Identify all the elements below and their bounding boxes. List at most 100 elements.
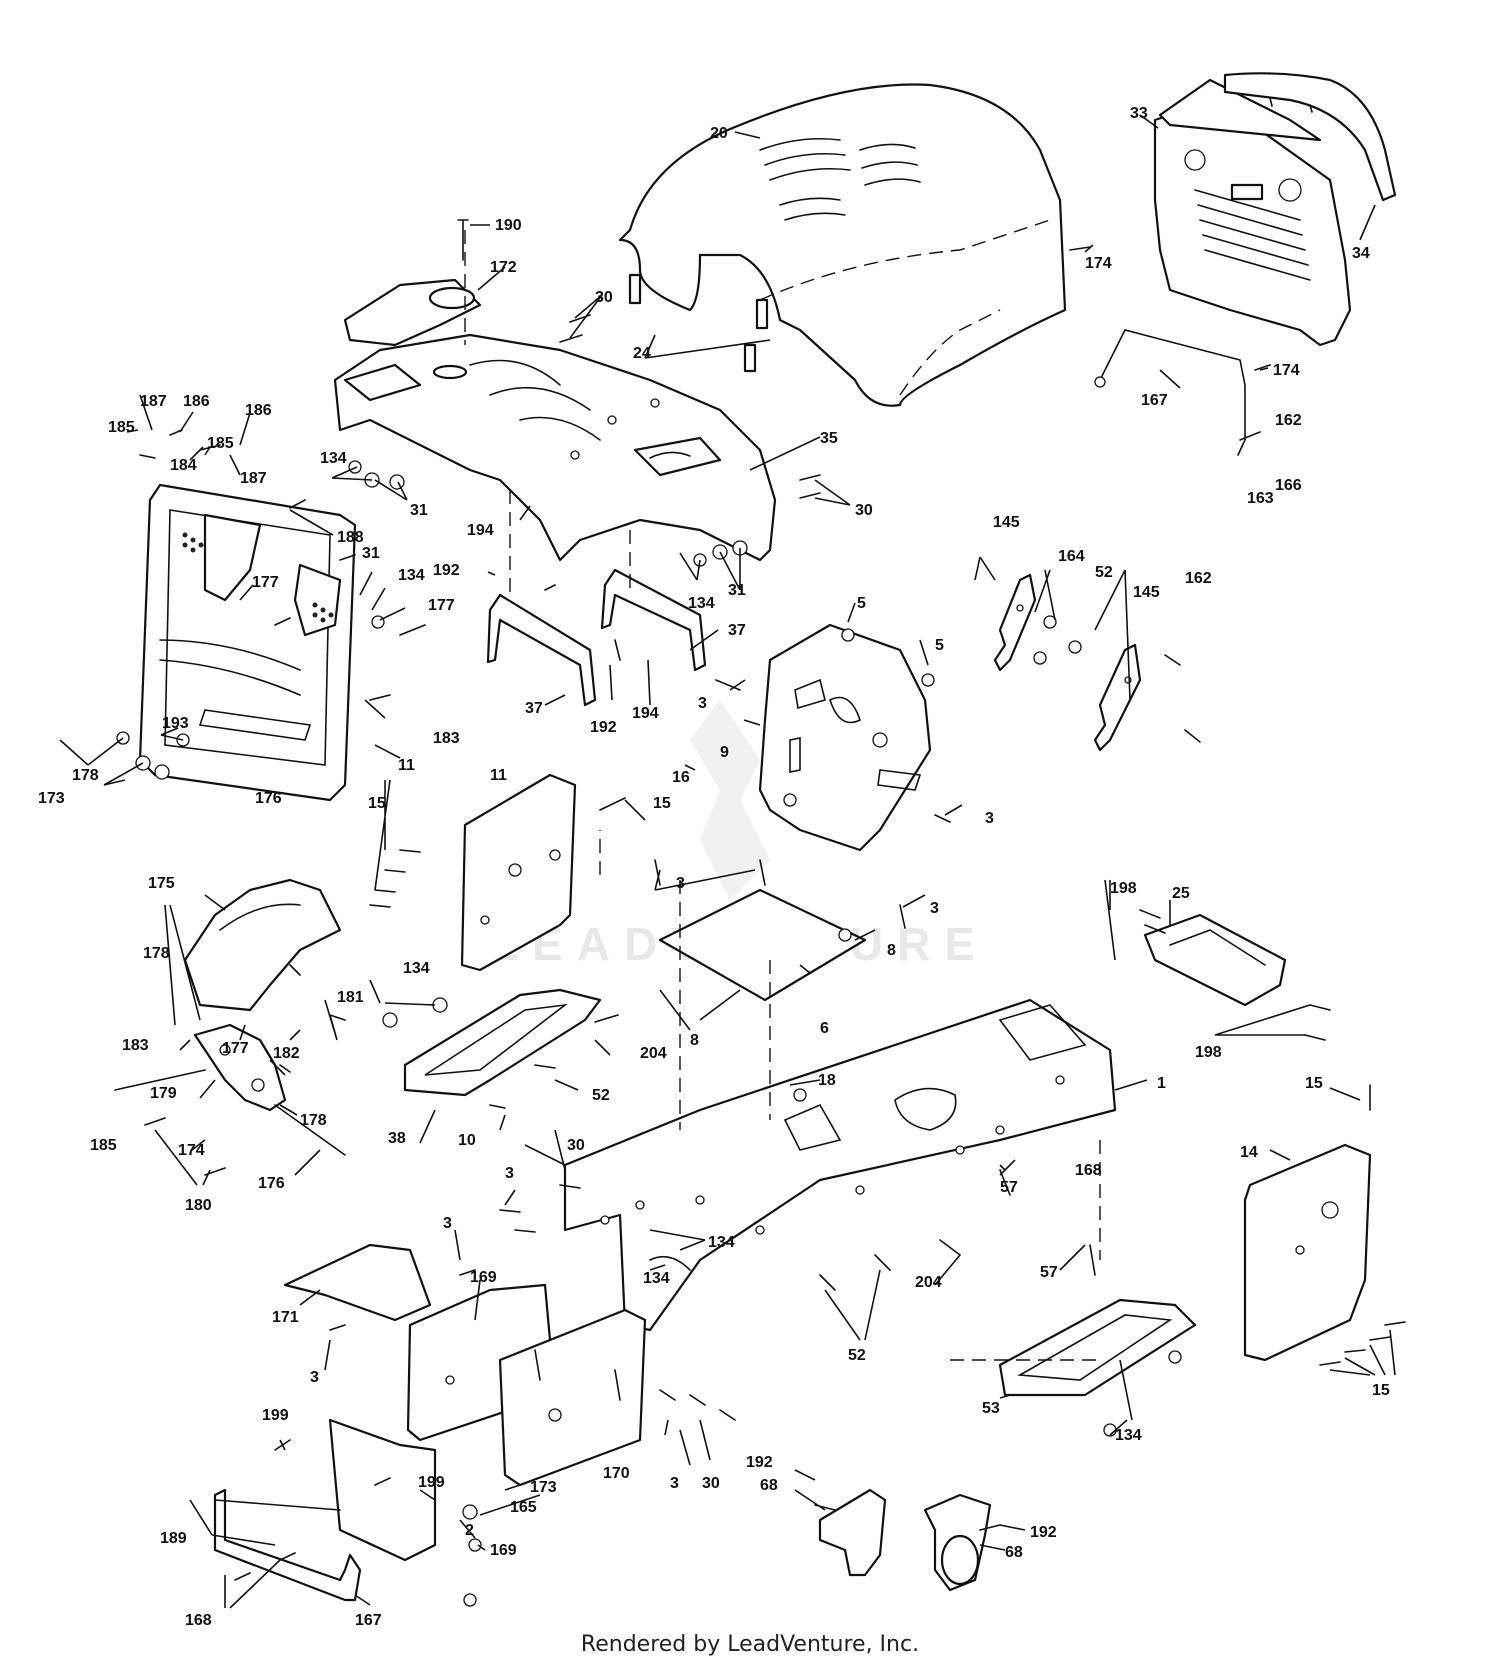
callout-16: 18 [818,1072,836,1089]
callout-200a: 194 [467,522,494,539]
callout-188a: 186 [183,393,210,410]
callout-166a: 174 [1085,255,1112,272]
callout-57b: 162 [1185,570,1212,587]
hood-rod [1094,329,1246,456]
callout-134: 167 [1141,392,1168,409]
callout-177: 177 [222,1040,249,1057]
callout-68: 163 [1247,490,1274,507]
callout-74e: 134 [403,960,430,977]
callout-198: 193 [162,715,189,732]
callout-179: 179 [150,1085,177,1102]
callout-3e: 3 [505,1165,514,1182]
dash-panel [333,333,777,562]
callout-5a: 5 [857,595,866,612]
callout-173b: 173 [530,1479,557,1496]
callout-13: 14 [1240,1144,1258,1161]
callout-74g: 134 [643,1270,670,1287]
callout-166b: 174 [1273,362,1300,379]
callout-1: 1 [1157,1075,1166,1092]
callout-163: 170 [603,1465,630,1482]
callout-183: 183 [122,1037,149,1054]
callout-14b: 15 [368,795,386,812]
callout-17: 20 [710,125,728,142]
callout-171a: 177 [252,574,279,591]
callout-2: 2 [465,1522,474,1539]
callout-8b: 8 [690,1032,699,1049]
shield [183,878,342,1012]
callout-102: 165 [510,1499,537,1516]
callout-74a: 134 [320,450,347,467]
callout-14c: 15 [1305,1075,1323,1092]
callout-9: 9 [720,744,729,761]
callout-185: 185 [90,1137,117,1154]
callout-3c: 3 [676,875,685,892]
right-panel [1243,1143,1372,1362]
callout-199b: 198 [1195,1044,1222,1061]
callout-71: 164 [1058,548,1085,565]
front-panel [138,483,357,802]
callout-129: 166 [1275,477,1302,494]
side-brackets [993,573,1142,752]
callout-194b: 192 [590,719,617,736]
callout-181: 181 [337,989,364,1006]
callout-3a: 3 [698,695,707,712]
callout-3g: 3 [310,1369,319,1386]
callout-20: 25 [1172,885,1190,902]
callout-169: 169 [490,1542,517,1559]
callout-200b: 194 [632,705,659,722]
callout-194c: 192 [746,1454,773,1471]
callout-31a: 37 [728,622,746,639]
cup-holder [343,278,482,347]
callout-74f: 134 [708,1234,735,1251]
callout-30: 35 [820,430,838,447]
callout-165: 172 [490,259,517,276]
callout-25c: 31 [728,582,746,599]
callout-28: 33 [1130,105,1148,122]
rear-bracket [1143,913,1287,1007]
left-panel [460,773,577,972]
callout-162: 169 [470,1269,497,1286]
callout-189a: 187 [140,393,167,410]
callout-8a: 8 [887,942,896,959]
callout-178b: 178 [300,1112,327,1129]
callout-18: 24 [633,345,651,362]
callout-199a: 198 [1110,880,1137,897]
callout-25b: 31 [362,545,380,562]
callout-24a: 30 [595,289,613,306]
callout-186: 184 [170,457,197,474]
callout-38a: 68 [760,1477,778,1494]
grille [1153,78,1352,347]
callout-203a: 199 [262,1407,289,1424]
main-frame [563,998,1117,1332]
callout-37b: 57 [1040,1264,1058,1281]
callout-52: 52 [1095,564,1113,581]
callout-37a: 57 [1000,1179,1018,1196]
steering-brackets [818,1488,992,1592]
callout-176: 176 [258,1175,285,1192]
callout-188b: 186 [245,402,272,419]
floor-plate [658,888,867,1002]
seat-plate [283,1243,432,1322]
callout-24c: 30 [567,1137,585,1154]
foot-rest-right [998,1298,1197,1397]
callout-168: 168 [185,1612,212,1629]
callout-171b: 177 [428,597,455,614]
rods [114,1069,346,1156]
callout-74d: 134 [1115,1427,1142,1444]
assembly-lines [464,230,1101,1361]
lower-panels [406,1283,647,1487]
callout-178a: 178 [143,945,170,962]
foot-rest-left [403,988,602,1097]
callout-187a: 185 [108,419,135,436]
callout-74b: 134 [398,567,425,584]
rear-hitch [213,1418,437,1602]
callout-173a: 173 [38,790,65,807]
callout-24b: 30 [855,502,873,519]
callout-6: 6 [820,1020,829,1037]
callout-203b: 199 [418,1474,445,1491]
callout-167: 167 [355,1612,382,1629]
callout-10a: 11 [398,757,415,774]
leader-lines [59,114,1396,1609]
callout-204a: 204 [915,1274,942,1291]
